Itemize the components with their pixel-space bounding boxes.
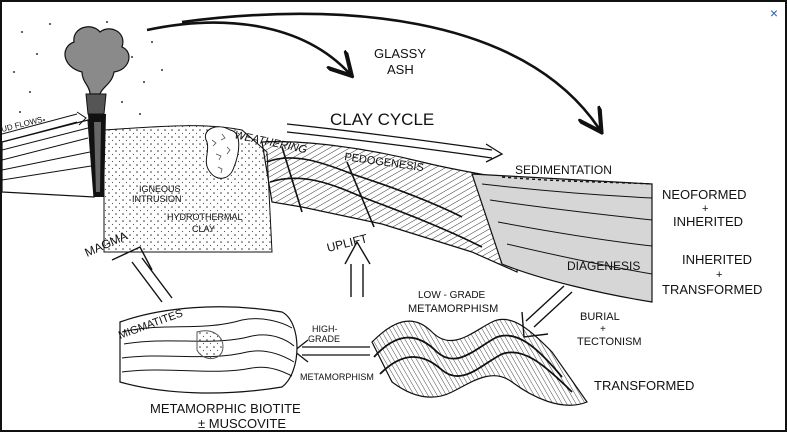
label-diagenesis: DIAGENESIS — [567, 259, 640, 273]
label-mud-flows: UD FLOWS — [2, 115, 43, 134]
label-plus-3: + — [600, 324, 606, 335]
label-glassy: GLASSY — [374, 46, 426, 61]
close-icon[interactable]: × — [767, 6, 781, 20]
label-neoformed: NEOFORMED — [662, 187, 747, 202]
label-hydrothermal: HYDROTHERMAL — [167, 212, 243, 222]
eruption-cloud — [65, 27, 129, 114]
uplift-arrow — [345, 242, 370, 297]
label-muscovite: ± MUSCOVITE — [198, 416, 286, 430]
sedimentary-basin — [472, 174, 652, 302]
label-inherited-1: INHERITED — [673, 214, 743, 229]
label-plus-2: + — [716, 269, 722, 281]
crust-dotted — [104, 126, 272, 252]
label-low-grade: LOW - GRADE — [418, 290, 486, 301]
label-metamorphism-1: METAMORPHISM — [408, 303, 498, 315]
label-intrusion: INTRUSION — [132, 194, 182, 204]
label-metamorphism-2: METAMORPHISM — [300, 372, 374, 382]
left-ground — [2, 120, 94, 197]
transformed-block — [372, 319, 587, 405]
label-tectonism: TECTONISM — [577, 336, 642, 348]
magma-arrow — [112, 247, 172, 302]
label-clay-cycle: CLAY CYCLE — [330, 110, 434, 129]
label-inherited-2: INHERITED — [682, 252, 752, 267]
label-transformed-1: TRANSFORMED — [662, 282, 762, 297]
arrow-to-glassy-ash — [147, 23, 350, 74]
label-ash: ASH — [387, 62, 414, 77]
label-burial: BURIAL — [580, 311, 620, 323]
label-high: HIGH- — [312, 324, 338, 334]
label-metamorphic-biotite: METAMORPHIC BIOTITE — [150, 401, 301, 416]
burial-arrow — [522, 286, 572, 337]
label-clay: CLAY — [192, 224, 215, 234]
label-igneous: IGNEOUS — [139, 184, 181, 194]
label-sedimentation: SEDIMENTATION — [515, 163, 612, 177]
label-grade: GRADE — [308, 334, 340, 344]
label-transformed-2: TRANSFORMED — [594, 378, 694, 393]
